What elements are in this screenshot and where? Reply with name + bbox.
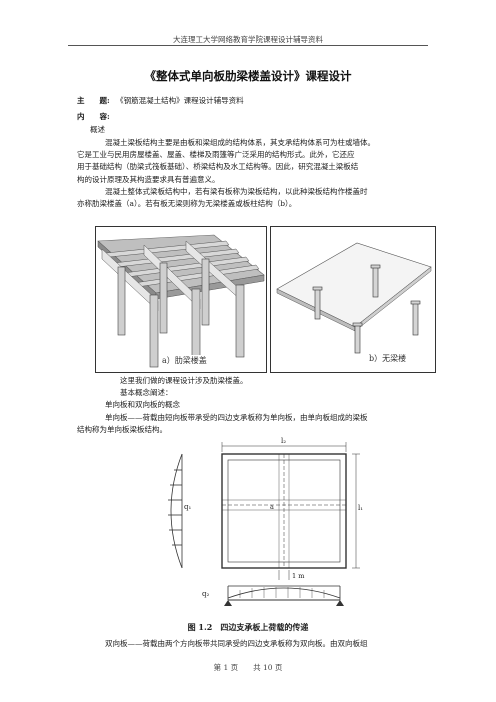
text-line: 结构称为单向板梁板结构。 [77,424,167,434]
figure-a-ribbed-floor: a）肋梁楼盖 [95,226,267,373]
document-title: 《整体式单向板肋梁楼盖设计》课程设计 [144,69,352,83]
subject-label: 主 题: [77,96,110,105]
text-line: 单向板——荷载由短向板带承受的四边支承板称为单向板，由单向板组成的梁板 [105,412,368,422]
intro-line: 亦称肋梁楼盖（a）。若有板无梁则称为无梁楼盖或板柱结构（b）。 [77,199,297,209]
label-l1: l₁ [358,504,364,512]
intro-line: 混凝土整体式梁板结构中，若有梁有板称为梁板结构，以此种梁板结构作楼盖时 [105,186,368,196]
figure-b-caption: b）无梁楼 [369,354,407,363]
subject-value: 《钢筋混凝土结构》课程设计辅导资料 [116,96,244,105]
diagram-caption: 图 1.2 四边支承板上荷载的传递 [187,622,309,632]
intro-line: 混凝土梁板结构主要是由板和梁组成的结构体系，其支承结构体系可为柱或墙体。 [105,138,375,147]
load-transfer-diagram: l₂ l₁ q₁ q₂ a 1 m [160,437,365,620]
ribbed-floor-illustration [97,234,265,368]
label-q2: q₂ [202,590,210,598]
content-label: 内 容: [77,111,110,122]
text-line: 单向板和双向板的概念 [105,400,180,410]
text-line: 基本概念阐述： [120,388,173,398]
label-l2: l₂ [281,437,287,445]
subject-line: 主 题: 《钢筋混凝土结构》课程设计辅导资料 [77,95,244,106]
concepts-paragraph: 这里我们做的课程设计涉及肋梁楼盖。 基本概念阐述： 单向板和双向板的概念 单向板… [77,375,422,436]
intro-paragraph: 混凝土梁板结构主要是由板和梁组成的结构体系，其支承结构体系可为柱或墙体。 它是工… [77,137,422,210]
header-rule [68,45,428,46]
intro-line: 用于基础结构（肋梁式筏板基础）、桥梁结构及水工结构等。因此，研究混凝土梁板结 [77,162,359,172]
label-q1: q₁ [184,503,192,511]
page-header: 大连理工大学网络教育学院课程设计辅导资料 [173,35,323,44]
text-line: 这里我们做的课程设计涉及肋梁楼盖。 [120,376,248,385]
load-transfer-drawing [168,442,360,606]
overview-heading: 概述 [90,125,105,134]
intro-line: 它是工业与民用房屋楼盖、屋盖、楼梯及雨篷等广泛采用的结构形式。此外，它还应 [77,150,355,160]
label-a: a [270,503,274,511]
figure-b-flat-slab: b）无梁楼 [270,226,436,373]
two-way-slab-line: 双向板——荷载由两个方向板带共同承受的四边支承板称为双向板。由双向板组 [105,639,368,648]
flat-slab-illustration [276,242,432,354]
page-footer: 第 1 页 共 10 页 [213,663,283,672]
label-1m: 1 m [292,572,305,580]
figure-a-caption: a）肋梁楼盖 [160,355,209,366]
content-label-text: 内 容: [77,112,110,121]
intro-line: 构的设计原理及其构造要求具有普遍意义。 [77,174,220,184]
